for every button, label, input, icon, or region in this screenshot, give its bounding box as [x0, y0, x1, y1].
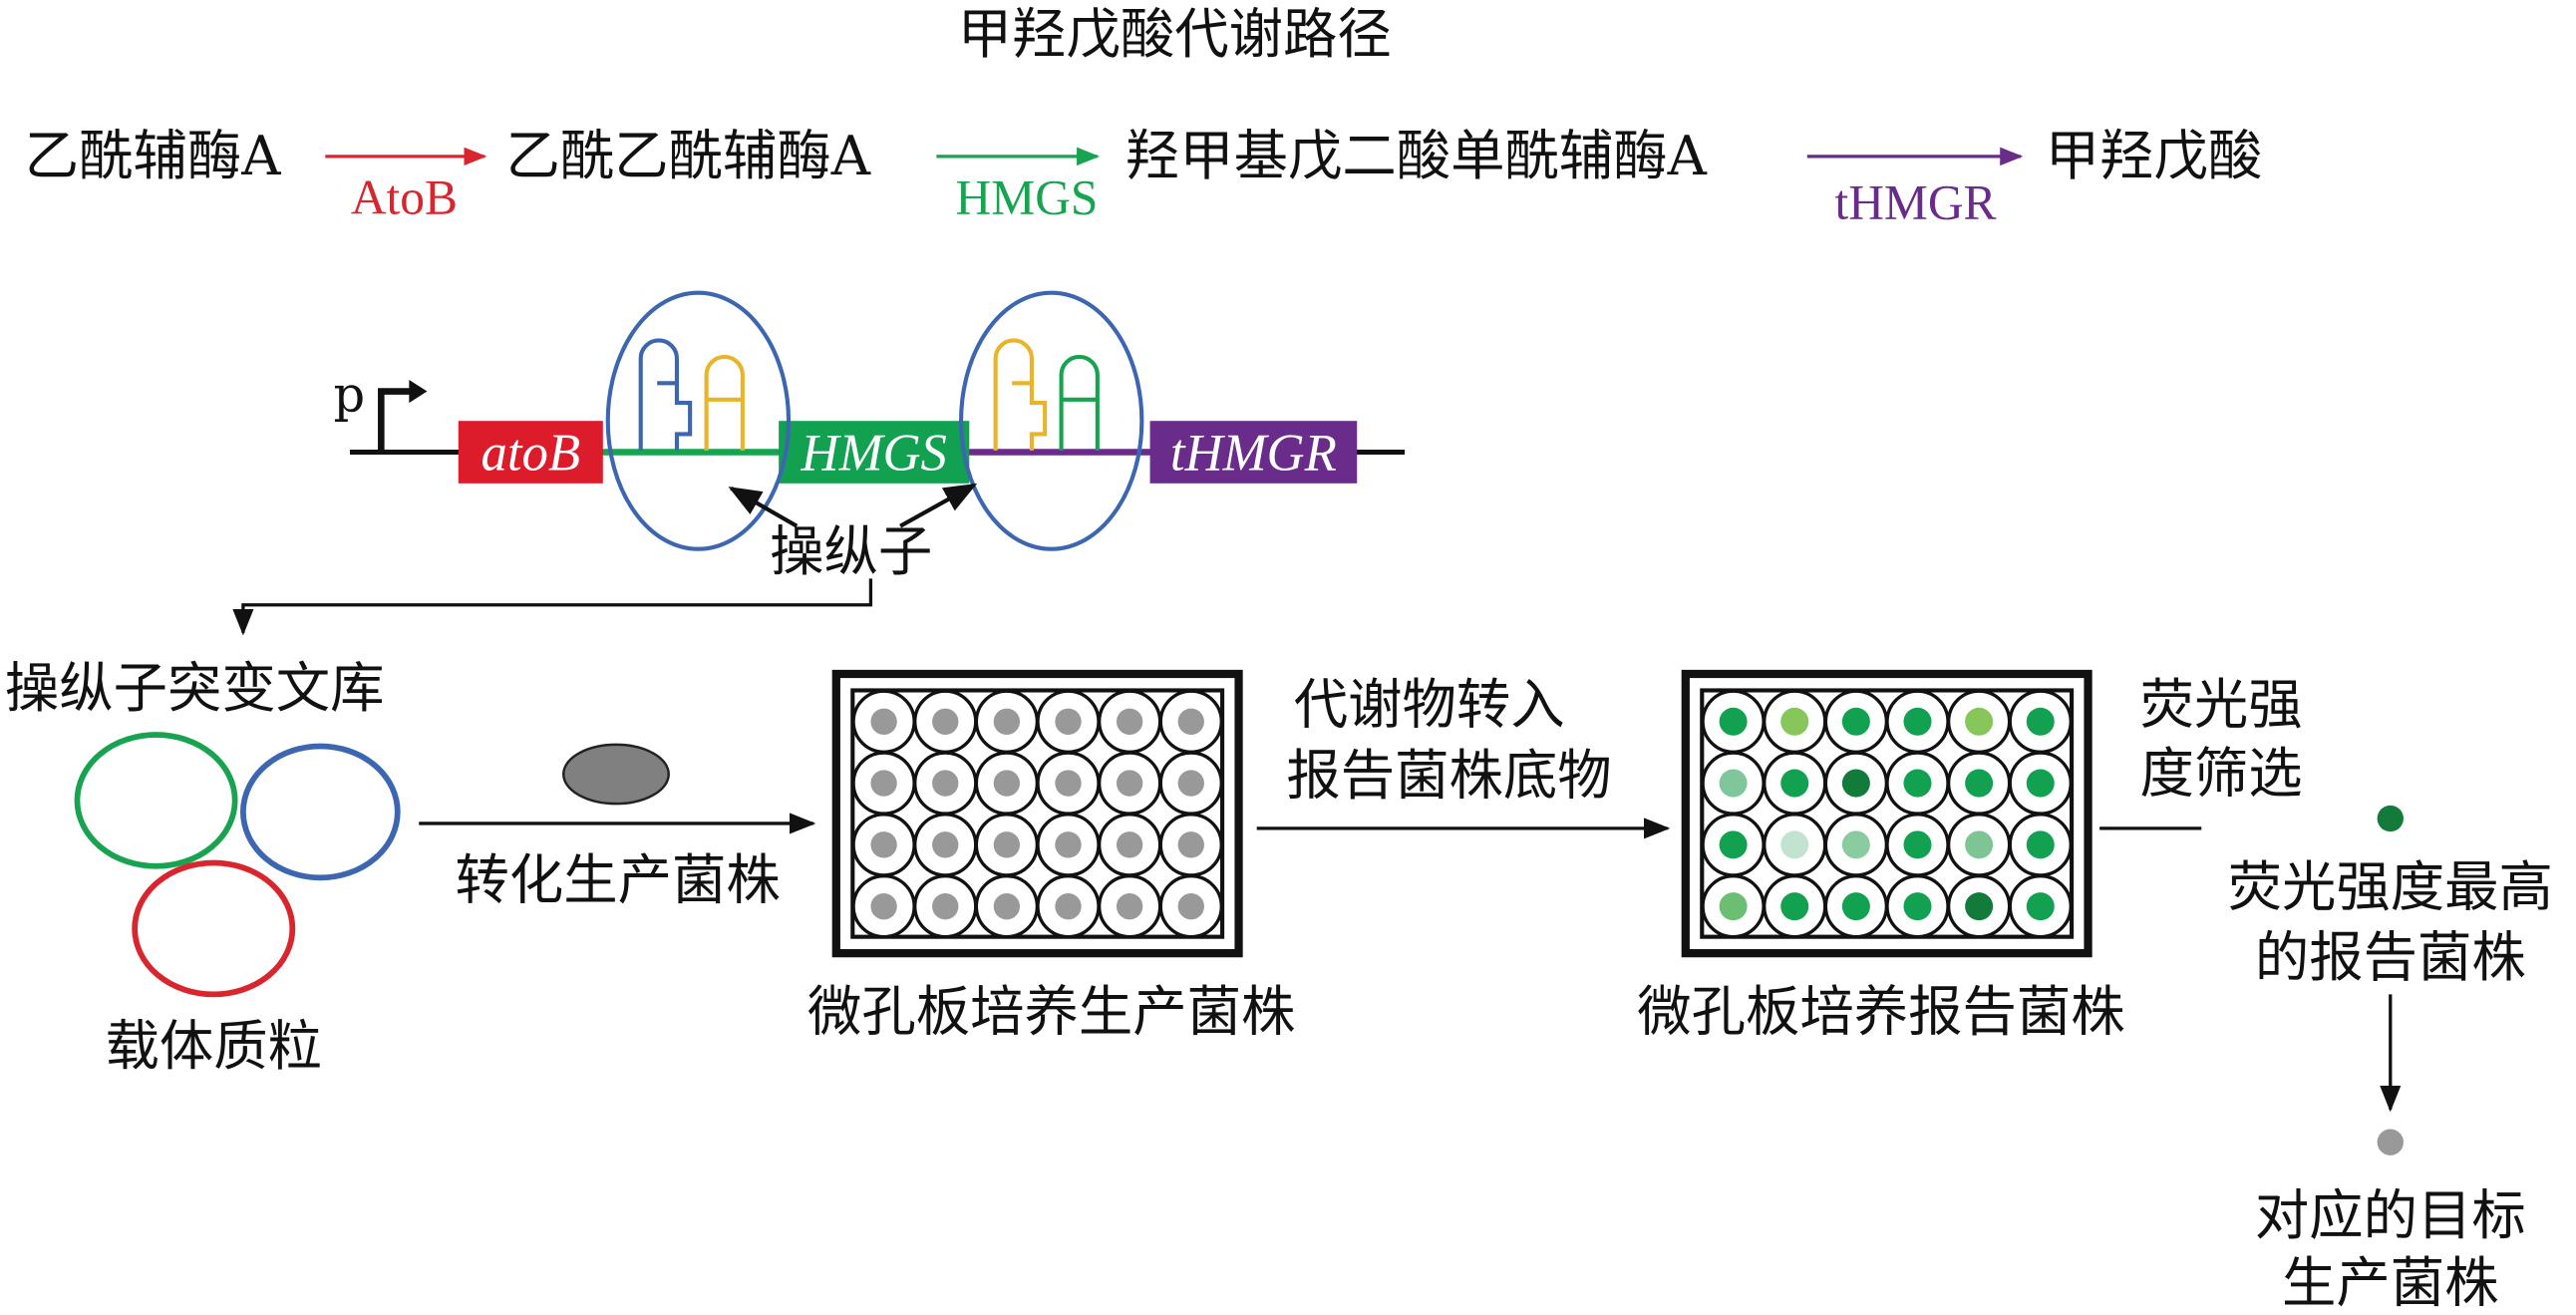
- well-sample: [1719, 707, 1748, 736]
- gene-thmgr-label: tHMGR: [1170, 425, 1337, 483]
- transfer-label-line1: 代谢物转入: [1294, 673, 1565, 736]
- promoter-label: p: [334, 365, 366, 423]
- well-sample: [1055, 831, 1082, 858]
- transfer-label-line2: 报告菌株底物: [1286, 744, 1611, 807]
- gene-hmgs-label: HMGS: [801, 425, 947, 483]
- compound-hmg-coa: 羟甲基戊二酸单酰辅酶A: [1126, 125, 1708, 187]
- well-sample: [1116, 892, 1143, 920]
- gene-construct: p atoB HMGS tHMGR 操纵子: [232, 290, 1406, 636]
- reporter-microplate: [1681, 669, 2093, 958]
- well-sample: [932, 831, 959, 858]
- well-sample: [870, 892, 897, 920]
- well-sample: [1780, 830, 1809, 859]
- well-sample: [1177, 892, 1204, 920]
- well-sample: [1841, 892, 1870, 921]
- well-sample: [1116, 708, 1143, 735]
- well-sample: [1719, 892, 1748, 921]
- well-sample: [1903, 830, 1932, 859]
- gene-atob-label: atoB: [482, 425, 581, 483]
- plasmid-blue: [240, 743, 401, 881]
- well-sample: [870, 831, 897, 858]
- plate2-label: 微孔板培养报告菌株: [1637, 981, 2124, 1044]
- well-sample: [1055, 708, 1082, 735]
- well-sample: [1965, 892, 1994, 921]
- well-sample: [1965, 830, 1994, 859]
- screen-label-line2: 度筛选: [2139, 743, 2302, 806]
- plate1-label: 微孔板培养生产菌株: [807, 981, 1295, 1044]
- well-sample: [1055, 892, 1082, 920]
- promoter-arrow-icon: [378, 388, 411, 453]
- well-sample: [1841, 769, 1870, 798]
- gene-atob: [458, 421, 603, 484]
- well-sample: [1965, 769, 1994, 798]
- diagram-title: 甲羟戊酸代谢路径: [958, 3, 1392, 66]
- production-strain-cell: [562, 743, 670, 806]
- operator-label: 操纵子: [770, 520, 932, 583]
- well-sample: [932, 708, 959, 735]
- production-microplate: [831, 669, 1243, 958]
- target-strain-dot: [2377, 1129, 2404, 1155]
- well-sample: [993, 770, 1021, 797]
- well-sample: [2026, 707, 2055, 736]
- best-label-line2: 的报告菌株: [2255, 926, 2526, 989]
- well-sample: [1903, 707, 1932, 736]
- pathway-row: 乙酰辅酶A AtoB 乙酰乙酰辅酶A HMGS 羟甲基戊二酸单酰辅酶A tHMG…: [25, 125, 2262, 229]
- transform-label: 转化生产菌株: [456, 849, 781, 912]
- well-sample: [1841, 830, 1870, 859]
- well-sample: [2026, 830, 2055, 859]
- enzyme-atob: AtoB: [351, 170, 458, 225]
- compound-mevalonate: 甲羟戊酸: [2046, 125, 2263, 187]
- well-sample: [993, 831, 1021, 858]
- screen-label-line1: 荧光强: [2139, 673, 2302, 736]
- best-reporter-dot: [2377, 805, 2404, 832]
- plasmid-label: 载体质粒: [105, 1015, 321, 1078]
- library-title: 操纵子突变文库: [5, 657, 385, 720]
- target-label-line1: 对应的目标: [2255, 1184, 2526, 1247]
- well-sample: [1719, 830, 1748, 859]
- well-sample: [1780, 769, 1809, 798]
- well-sample: [870, 770, 897, 797]
- gene-thmgr: [1149, 421, 1358, 484]
- well-sample: [2026, 892, 2055, 921]
- well-sample: [1177, 831, 1204, 858]
- gene-hmgs: [779, 421, 970, 484]
- well-sample: [1841, 707, 1870, 736]
- well-sample: [932, 892, 959, 920]
- well-sample: [993, 892, 1021, 920]
- well-sample: [1116, 770, 1143, 797]
- well-sample: [1903, 769, 1932, 798]
- well-sample: [1116, 831, 1143, 858]
- plasmid-red: [132, 859, 296, 998]
- enzyme-hmgs: HMGS: [956, 170, 1099, 225]
- well-sample: [1055, 770, 1082, 797]
- enzyme-thmgr: tHMGR: [1835, 174, 1997, 229]
- well-sample: [870, 708, 897, 735]
- well-sample: [932, 770, 959, 797]
- operator-2: [958, 290, 1144, 551]
- well-sample: [2026, 769, 2055, 798]
- well-sample: [1719, 769, 1748, 798]
- plasmid-green: [74, 732, 238, 869]
- well-sample: [1177, 770, 1204, 797]
- well-sample: [1780, 707, 1809, 736]
- well-sample: [1780, 892, 1809, 921]
- target-label-line2: 生产菌株: [2282, 1252, 2499, 1315]
- best-label-line1: 荧光强度最高: [2228, 855, 2553, 918]
- library-connector-arrow: [232, 578, 873, 636]
- well-sample: [993, 708, 1021, 735]
- well-sample: [1965, 707, 1994, 736]
- compound-acetoacetyl-coa: 乙酰乙酰辅酶A: [506, 125, 871, 187]
- well-sample: [1903, 892, 1932, 921]
- well-sample: [1177, 708, 1204, 735]
- operator-1: [605, 290, 792, 551]
- compound-acetyl-coa: 乙酰辅酶A: [25, 125, 281, 187]
